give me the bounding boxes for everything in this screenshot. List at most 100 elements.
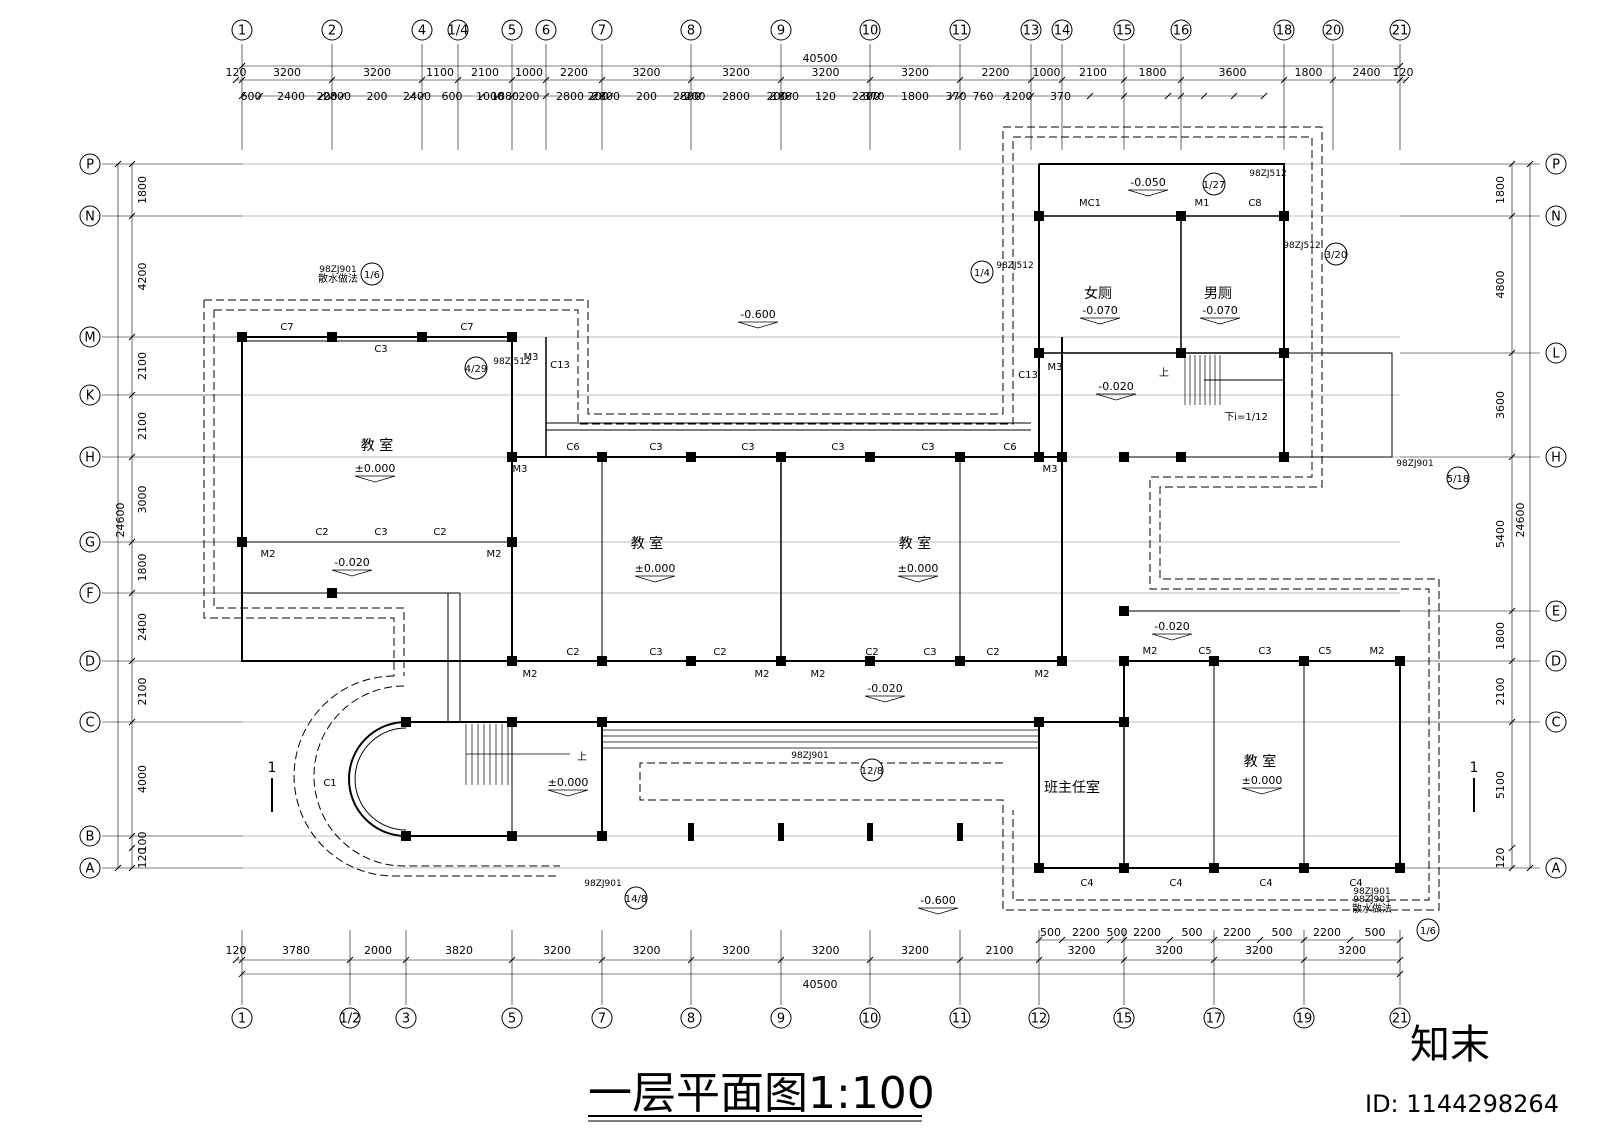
axis-bubble-bottom-circle <box>949 1007 971 1029</box>
dim-top-row2: 200 <box>636 90 657 103</box>
axis-bubble-top-circle <box>501 19 523 41</box>
room-name: 女厕 <box>1084 285 1112 302</box>
dim-tick <box>402 956 410 964</box>
dim-tick <box>1396 956 1404 964</box>
column <box>955 656 965 666</box>
reference-tag: 98ZJ512 <box>996 261 1033 271</box>
axis-grid-lines <box>102 44 1540 1005</box>
column <box>1209 656 1219 666</box>
dim-top-row1: 3200 <box>812 66 840 79</box>
dim-tick <box>1120 76 1128 84</box>
dim-top-row2: 600 <box>241 90 262 103</box>
axis-bubble-left: A <box>86 862 95 877</box>
dim-tick <box>1508 453 1516 461</box>
window-tag: C3 <box>923 647 936 658</box>
axis-bubble-bottom: 10 <box>862 1012 879 1027</box>
dim-tick <box>1508 864 1516 872</box>
column-pier <box>778 823 784 841</box>
axis-bubble-bottom: 15 <box>1116 1012 1133 1027</box>
apron-curve <box>293 675 560 877</box>
dim-tick <box>128 589 136 597</box>
dim-top-row1: 3200 <box>633 66 661 79</box>
axis-bubble-top: 1/4 <box>448 24 469 39</box>
window-tag: C2 <box>986 647 999 658</box>
column <box>1057 452 1067 462</box>
axis-bubble-right-circle <box>1545 600 1567 622</box>
dim-tick <box>508 76 516 84</box>
door-tag: M2 <box>811 669 826 680</box>
axis-bubble-left-circle <box>79 711 101 733</box>
axis-bubble-top-circle <box>321 19 343 41</box>
dim-left: 1800 <box>136 554 149 582</box>
dim-tick <box>1210 956 1218 964</box>
door-tag: M3 <box>524 352 539 363</box>
dim-bottom-row2: 2200 <box>1072 926 1100 939</box>
detail-mark: 12/8 <box>861 766 883 777</box>
axis-bubble-top-circle <box>859 19 881 41</box>
axis-bubble-right: P <box>1552 158 1560 173</box>
column <box>776 656 786 666</box>
axis-bubble-right: H <box>1551 451 1561 466</box>
dim-top-row1: 2200 <box>982 66 1010 79</box>
dim-tick <box>769 92 777 100</box>
dim-top-row2: 760 <box>973 90 994 103</box>
level-mark: -0.020 <box>1098 380 1133 393</box>
column <box>507 332 517 342</box>
dim-tick <box>128 212 136 220</box>
axis-bubble-bottom-circle <box>680 1007 702 1029</box>
axis-bubble-top: 20 <box>1325 24 1342 39</box>
window-tag: C3 <box>1258 646 1271 657</box>
column <box>1279 211 1289 221</box>
column <box>507 717 517 727</box>
axis-bubble-bottom-circle <box>339 1007 361 1029</box>
dim-tick <box>128 864 136 872</box>
dim-top-row2: 600 <box>442 90 463 103</box>
dim-tick <box>598 92 606 100</box>
dim-tick <box>866 956 874 964</box>
dim-bottom-row2: 500 <box>1365 926 1386 939</box>
dim-bottom-row1: 3200 <box>543 944 571 957</box>
detail-mark: 5/18 <box>1447 474 1469 485</box>
level-triangle <box>331 569 373 577</box>
dim-tick <box>408 92 416 100</box>
dim-bottom-row1: 3200 <box>901 944 929 957</box>
dim-bottom-row1: 3200 <box>1338 944 1366 957</box>
dim-tick <box>128 453 136 461</box>
column <box>597 656 607 666</box>
axis-bubble-top-circle <box>591 19 613 41</box>
column <box>1034 452 1044 462</box>
axis-bubble-bottom: 5 <box>508 1012 516 1027</box>
dim-tick <box>1508 160 1516 168</box>
axis-bubble-top-circle <box>1113 19 1135 41</box>
column <box>1279 348 1289 358</box>
column <box>1176 452 1186 462</box>
dim-tick <box>598 956 606 964</box>
dim-tick <box>128 160 136 168</box>
dim-top-row1: 3200 <box>722 66 750 79</box>
apron-line <box>214 136 1430 901</box>
window-tag: C8 <box>1248 198 1261 209</box>
dim-right: 5400 <box>1494 520 1507 548</box>
level-triangle <box>897 575 939 583</box>
room-name: 教 室 <box>361 437 393 454</box>
apron-line <box>203 300 395 676</box>
axis-bubble-bottom-circle <box>501 1007 523 1029</box>
dim-right: 120 <box>1494 848 1507 869</box>
detail-mark: 1/27 <box>1203 180 1225 191</box>
dimension-lines <box>114 62 1534 978</box>
axis-bubble-bottom-circle <box>591 1007 613 1029</box>
dim-left: 120 <box>136 848 149 869</box>
axis-bubble-bottom: 1/2 <box>340 1012 361 1027</box>
dim-top-row2: 370 <box>946 90 967 103</box>
dim-top-row1: 1100 <box>426 66 454 79</box>
detail-mark-circle <box>360 262 384 286</box>
column <box>327 588 337 598</box>
axis-bubble-top: 7 <box>598 24 606 39</box>
dim-tick <box>956 92 964 100</box>
axis-bubble-bottom-circle <box>859 1007 881 1029</box>
axis-bubble-left-circle <box>79 582 101 604</box>
dim-right: 1800 <box>1494 176 1507 204</box>
axis-bubble-left: P <box>86 158 94 173</box>
column <box>507 656 517 666</box>
dim-tick <box>1508 718 1516 726</box>
